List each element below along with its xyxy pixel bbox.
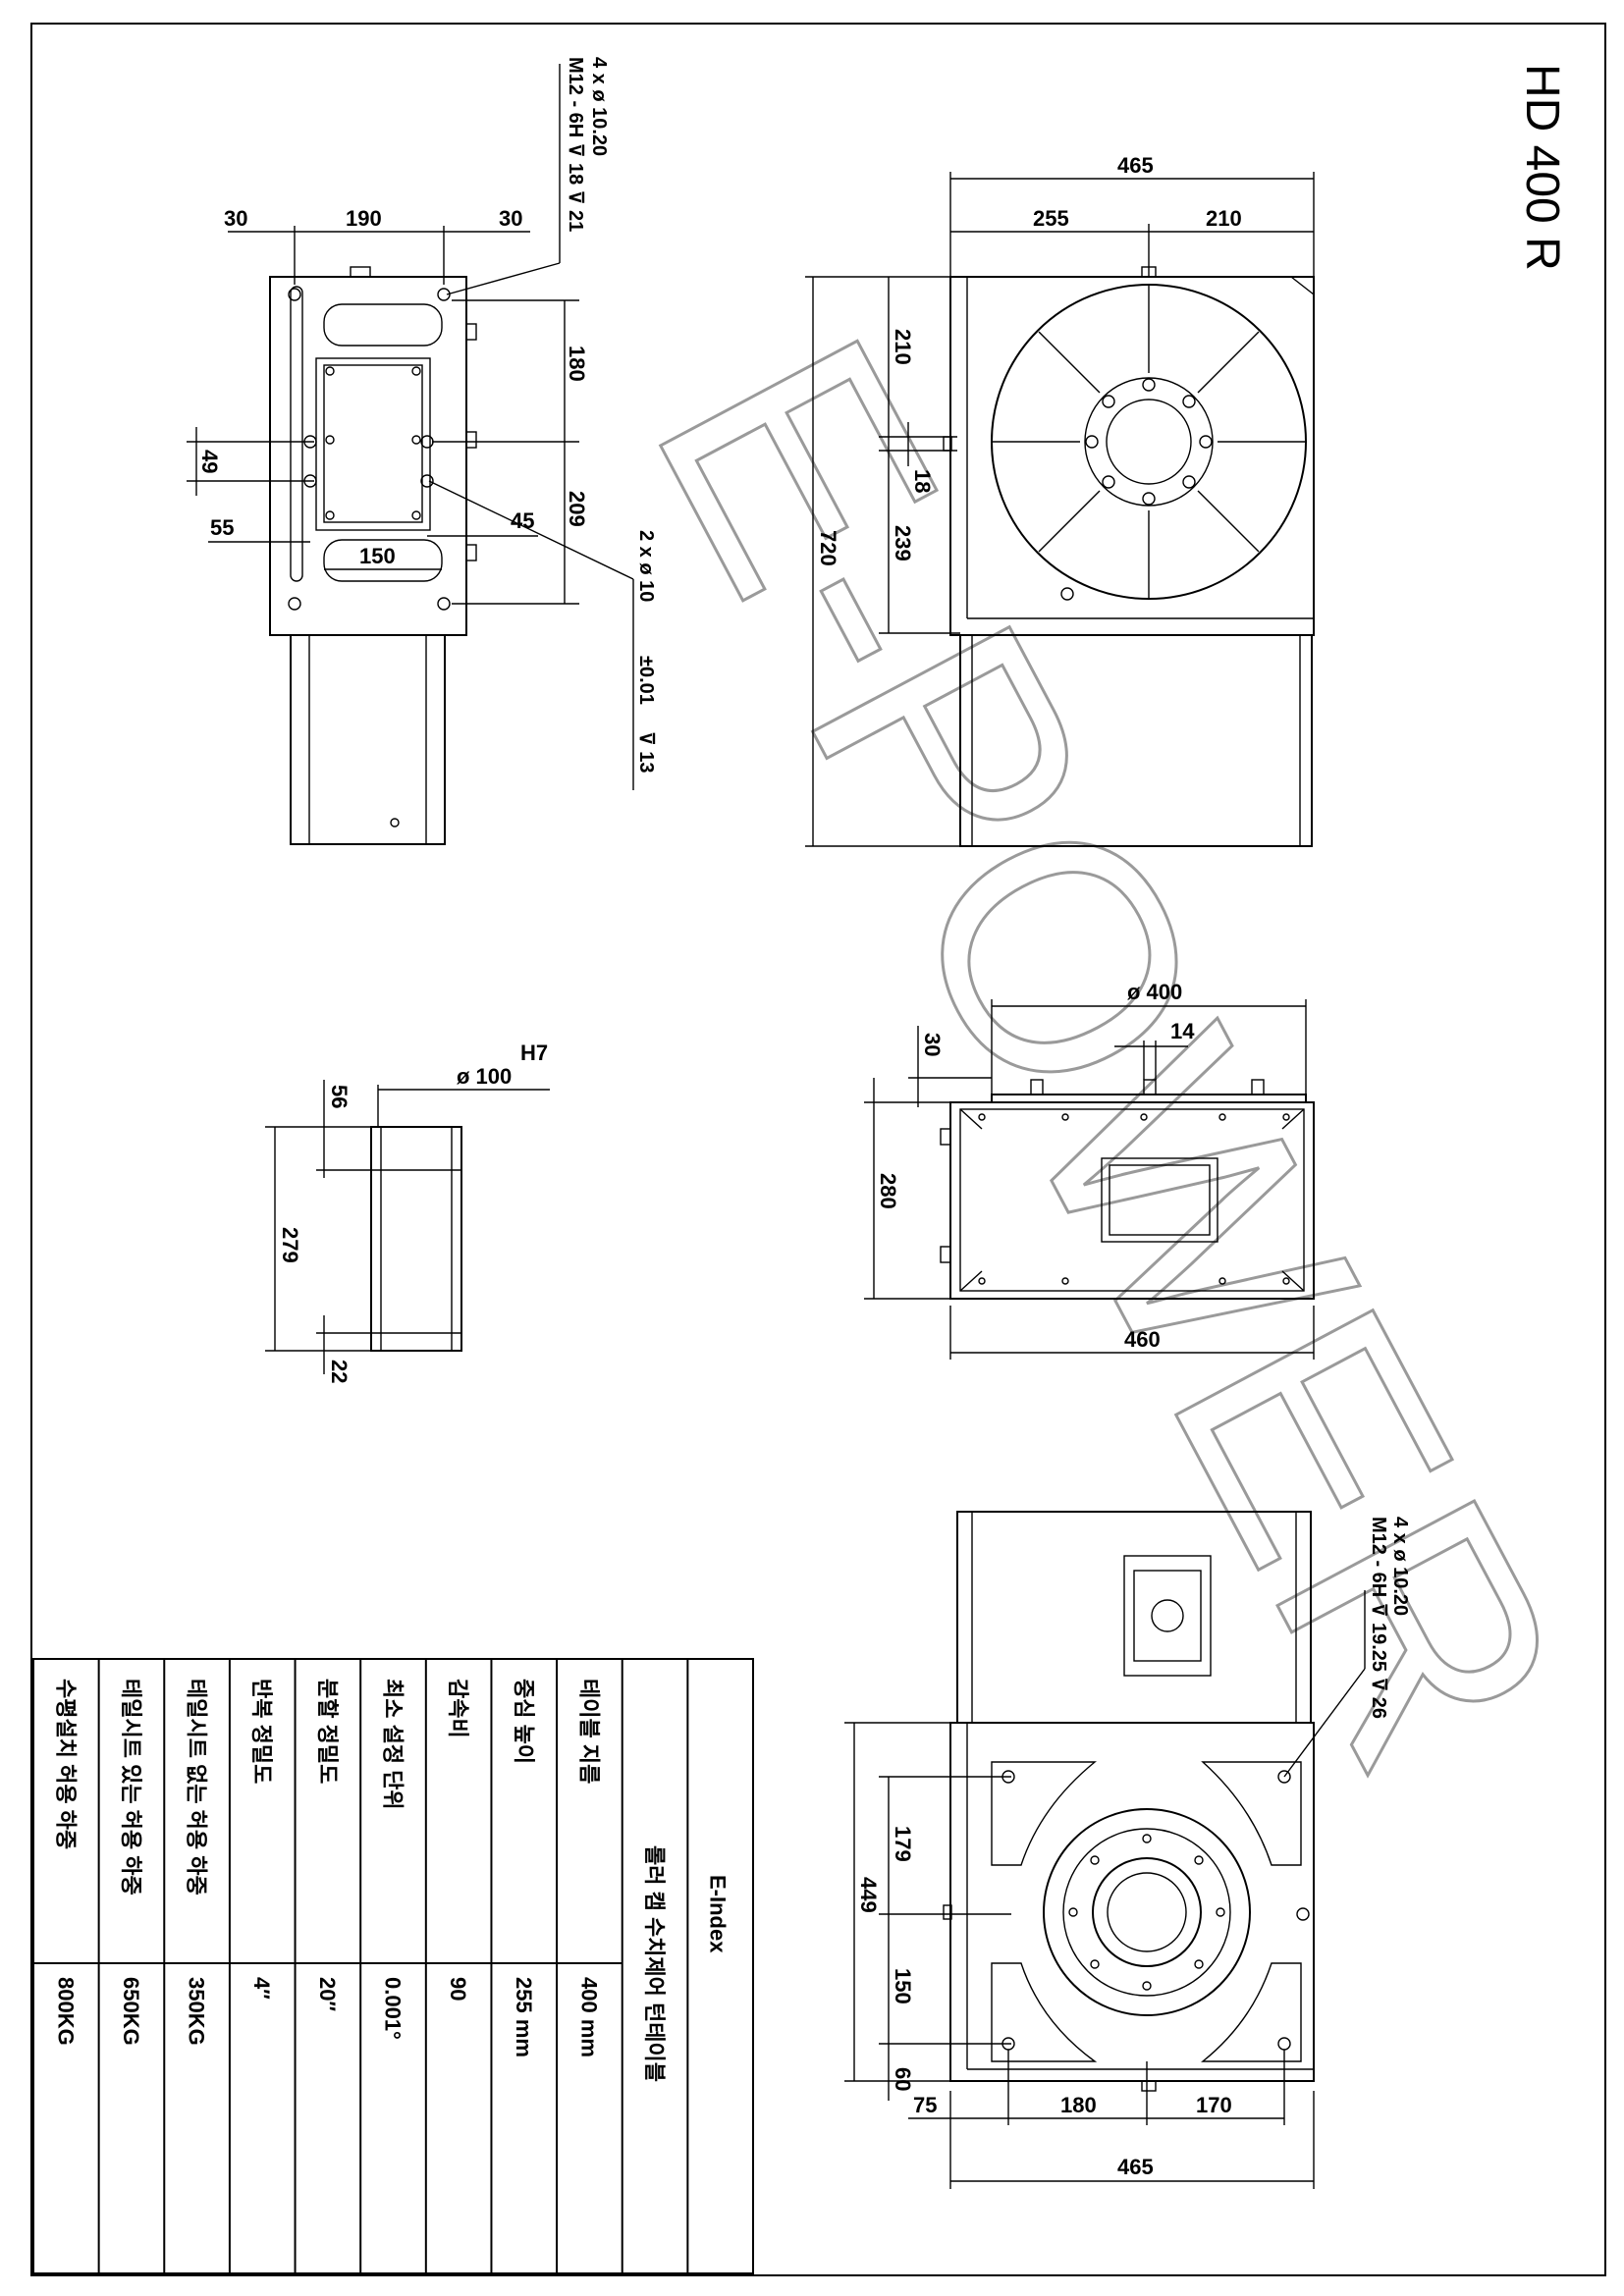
dim-280: 280 — [876, 1173, 900, 1209]
callout-lower-line2: ±0.01 — [635, 656, 657, 705]
dim-150-bottom: 150 — [891, 1968, 915, 2004]
spec-value: 350KG — [185, 1977, 209, 2046]
dim-150: 150 — [359, 544, 396, 568]
dim-diameter-400: ø 400 — [1127, 980, 1182, 1004]
spec-value: 90 — [446, 1977, 470, 2001]
spec-label: 테일시트 있는 허용 하중 — [119, 1679, 143, 1896]
bottom-view: 4 x ø 10.20 M12 - 6H ⊽ 19.25 ⊽ 26 449 17… — [844, 1511, 1411, 2189]
callout-upper-line2: M12 - 6H ⊽ 18 ⊽ 21 — [565, 57, 586, 232]
side-view: ø 400 14 30 280 460 — [864, 980, 1315, 1360]
dim-22: 22 — [327, 1360, 352, 1383]
spec-label: 반복 정밀도 — [249, 1679, 274, 1784]
spec-value: 400 mm — [576, 1977, 601, 2057]
spec-value: 650KG — [119, 1977, 143, 2046]
dim-179: 179 — [891, 1826, 915, 1862]
spec-label: 테이블 지름 — [576, 1679, 601, 1784]
spec-label: 감속비 — [446, 1679, 470, 1738]
dim-30-left: 30 — [224, 206, 247, 231]
spec-value: 20″ — [315, 1977, 340, 2011]
dim-279: 279 — [278, 1227, 302, 1263]
callout-upper-line1: 4 x ø 10.20 — [588, 57, 610, 156]
bushing-view: ø 100 H7 56 279 22 — [265, 1041, 550, 1383]
dim-720: 720 — [816, 530, 840, 566]
spec-value: 0.001° — [381, 1977, 406, 2040]
callout-bottom-line2: M12 - 6H ⊽ 19.25 ⊽ 26 — [1368, 1517, 1389, 1719]
dim-210-top: 210 — [1206, 206, 1242, 231]
table-subtitle: 롤러 캠 수치제어 턴테이블 — [642, 1845, 667, 2082]
spec-label: 분할 정밀도 — [315, 1679, 340, 1784]
dim-diameter-100: ø 100 — [457, 1064, 512, 1089]
watermark: E-POWER — [587, 285, 1624, 1821]
dim-239: 239 — [891, 525, 915, 561]
drawing-title: HD 400 R — [1516, 64, 1568, 271]
dim-210-vertical: 210 — [891, 329, 915, 365]
fit-h7: H7 — [520, 1041, 548, 1065]
spec-label: 수평설치 허용 하중 — [53, 1679, 78, 1849]
dim-465-top: 465 — [1117, 153, 1154, 178]
dim-49: 49 — [197, 450, 222, 473]
dim-55: 55 — [210, 515, 234, 540]
callout-lower-line3: ⊽ 13 — [635, 731, 657, 773]
dim-75: 75 — [913, 2093, 937, 2117]
callout-bottom-line1: 4 x ø 10.20 — [1389, 1517, 1411, 1616]
dim-170: 170 — [1196, 2093, 1232, 2117]
dim-30-side: 30 — [920, 1033, 945, 1056]
spec-value: 255 mm — [512, 1977, 536, 2057]
dim-190: 190 — [346, 206, 382, 231]
spec-label: 테일시트 없는 허용 하중 — [185, 1679, 209, 1896]
spec-table: 테이블 지름 400 mm 중심 높이 255 mm 감속비 90 최소 설정 단위 0.00… — [32, 1658, 754, 2274]
dim-209: 209 — [565, 491, 589, 527]
spec-label: 중심 높이 — [512, 1679, 536, 1764]
dim-30-right: 30 — [499, 206, 522, 231]
dim-14: 14 — [1170, 1019, 1195, 1043]
dim-180: 180 — [565, 346, 589, 382]
spec-label: 최소 설정 단위 — [381, 1679, 406, 1810]
dim-56: 56 — [327, 1085, 352, 1108]
table-brand: E-Index — [706, 1875, 731, 1953]
dim-45: 45 — [511, 508, 534, 533]
dim-180-bottom: 180 — [1060, 2093, 1097, 2117]
dim-60: 60 — [891, 2067, 915, 2091]
dim-465-bottom: 465 — [1117, 2155, 1154, 2179]
dim-460: 460 — [1124, 1327, 1161, 1352]
dim-18: 18 — [910, 469, 935, 493]
dim-449: 449 — [856, 1877, 881, 1913]
left-top-view: 30 190 30 4 x ø 10.20 M12 - 6H ⊽ 18 ⊽ 21… — [187, 57, 657, 845]
dim-255: 255 — [1033, 206, 1069, 231]
right-top-view: 465 255 210 720 210 18 239 — [805, 153, 1315, 847]
spec-value: 4″ — [249, 1977, 274, 2000]
spec-value: 800KG — [53, 1977, 78, 2046]
callout-lower-line1: 2 x ø 10 — [635, 530, 657, 602]
sheet-border — [30, 23, 1606, 2276]
